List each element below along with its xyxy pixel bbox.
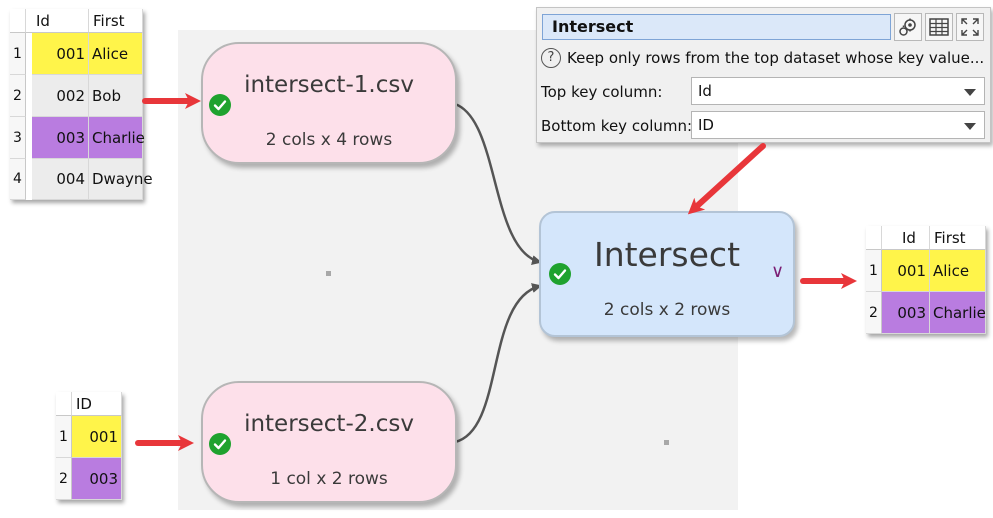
node-name-field[interactable]: Intersect <box>542 14 891 40</box>
column-header-id: Id <box>26 9 89 33</box>
row-number-header <box>56 392 72 416</box>
table-icon[interactable] <box>925 13 953 41</box>
row-number: 1 <box>10 33 26 75</box>
input-table-1: Id First 1 001 Alice 2 002 Bob 3 003 Cha… <box>10 9 153 200</box>
dropdown-caret-icon <box>964 89 976 96</box>
status-ok-icon <box>209 433 231 455</box>
cell-id: 003 <box>72 458 122 500</box>
cell-first: Alice <box>89 33 143 75</box>
column-header-first: First <box>930 226 986 250</box>
dropdown-caret-icon <box>964 123 976 130</box>
bottom-key-label: Bottom key column: <box>541 117 693 135</box>
row-number: 1 <box>56 416 72 458</box>
cell-first: Charlie <box>89 117 145 159</box>
row-number: 2 <box>866 292 882 334</box>
bottom-key-select[interactable]: ID <box>691 111 985 139</box>
node-subtitle: 2 cols x 4 rows <box>265 130 393 150</box>
input-table-2: ID 1 001 2 003 <box>56 392 122 500</box>
status-ok-icon <box>209 94 231 116</box>
cell-id: 001 <box>72 416 122 458</box>
connector-input2-to-intersect <box>454 283 542 444</box>
cell-first: Alice <box>930 250 986 292</box>
expand-icon[interactable] <box>956 13 984 41</box>
cell-id: 001 <box>32 33 89 75</box>
bottom-key-value: ID <box>698 116 714 134</box>
column-header-id: Id <box>882 226 930 250</box>
cell-first: Charlie <box>930 292 986 334</box>
node-title: intersect-2.csv <box>244 411 414 437</box>
top-key-select[interactable]: Id <box>691 77 985 105</box>
status-ok-icon <box>549 263 571 285</box>
row-number: 4 <box>10 159 26 200</box>
cell-id: 001 <box>882 250 930 292</box>
input-node-2[interactable]: intersect-2.csv 1 col x 2 rows <box>201 381 457 503</box>
node-title: Intersect <box>593 235 741 274</box>
top-key-label: Top key column: <box>541 83 663 101</box>
column-header-id: ID <box>72 392 122 416</box>
help-icon[interactable]: ? <box>541 48 561 68</box>
node-title: intersect-1.csv <box>244 72 414 98</box>
node-description: Keep only rows from the top dataset whos… <box>567 49 985 67</box>
column-header-first: First <box>89 9 143 33</box>
input-node-1[interactable]: intersect-1.csv 2 cols x 4 rows <box>201 42 457 164</box>
cell-id: 003 <box>882 292 930 334</box>
row-number: 3 <box>10 117 26 159</box>
gears-icon[interactable] <box>894 13 922 41</box>
row-number: 2 <box>10 75 26 117</box>
row-number-header <box>10 9 26 33</box>
cell-first: Bob <box>89 75 143 117</box>
top-key-value: Id <box>698 82 712 100</box>
row-number-header <box>866 226 882 250</box>
properties-panel: Intersect ? Keep only rows from the top … <box>536 7 991 143</box>
output-table: Id First 1 001 Alice 2 003 Charlie <box>866 226 986 334</box>
row-number: 1 <box>866 250 882 292</box>
intersect-node[interactable]: Intersect 2 cols x 2 rows ∨ <box>539 211 795 337</box>
cell-id: 003 <box>32 117 89 159</box>
node-subtitle: 1 col x 2 rows <box>270 469 388 489</box>
cell-id: 004 <box>32 159 89 200</box>
row-number: 2 <box>56 458 72 500</box>
chevron-down-icon[interactable]: ∨ <box>771 261 785 282</box>
cell-first: Dwayne <box>89 159 153 200</box>
node-subtitle: 2 cols x 2 rows <box>603 300 731 320</box>
canvas-grid-dot <box>326 271 331 276</box>
cell-id: 002 <box>32 75 89 117</box>
connector-input1-to-intersect <box>454 102 542 265</box>
canvas-grid-dot <box>664 440 669 445</box>
